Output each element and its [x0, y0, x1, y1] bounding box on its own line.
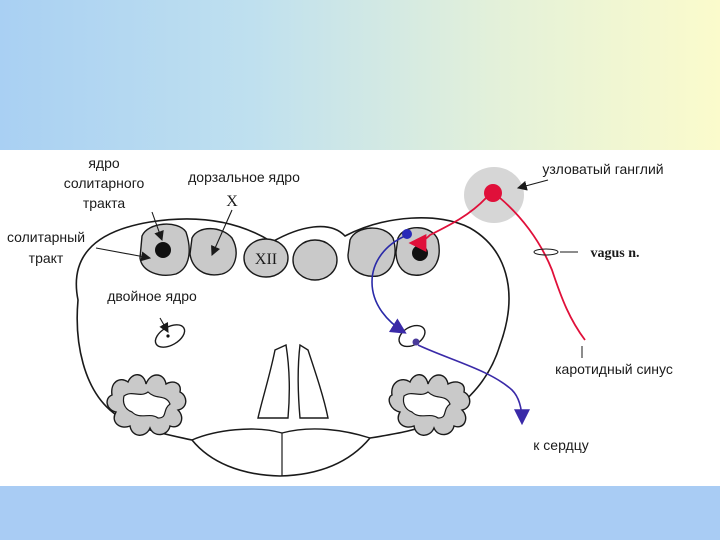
- hypoglossal-nucleus-right: [292, 239, 338, 281]
- label-to-heart: к сердцу: [533, 437, 588, 453]
- label-solitary-tract-2: тракт: [29, 250, 64, 266]
- pointer-nucleus-ambiguus: [159, 317, 169, 333]
- label-roman-x: X: [226, 193, 238, 210]
- right-olive-inner: [402, 391, 451, 419]
- pointer-solitary-nucleus: [151, 211, 164, 242]
- label-solitary-tract-1: солитарный: [7, 229, 85, 245]
- pointer-dorsal-nucleus: [211, 209, 233, 257]
- pointer-nodose-ganglion: [516, 179, 549, 191]
- label-carotid-sinus: каротидный синус: [555, 361, 673, 377]
- pyramid-left: [257, 343, 291, 419]
- left-ambiguus-dot: [166, 334, 170, 338]
- afferent-central-process: [408, 197, 487, 252]
- pyramid-right: [297, 343, 329, 419]
- label-solitary-nucleus-2: солитарного: [64, 175, 145, 191]
- afferent-peripheral-process: [499, 197, 586, 341]
- label-vagus-nerve: vagus n.: [590, 246, 639, 261]
- bottom-blue-band: [0, 486, 720, 540]
- label-dorsal-nucleus: дорзальное ядро: [188, 169, 300, 185]
- label-solitary-nucleus-1: ядро: [88, 155, 120, 171]
- right-solitary-tract-dot: [412, 245, 428, 261]
- label-solitary-nucleus-3: тракта: [83, 195, 126, 211]
- efferent-loop: [371, 235, 407, 334]
- efferent-to-heart: [417, 344, 530, 426]
- hypoglossal-nucleus-left: [243, 238, 289, 278]
- nodose-ganglion-neuron: [484, 184, 502, 202]
- efferent-neuron-ambiguus: [412, 338, 420, 346]
- right-dorsal-nucleus: [347, 227, 396, 277]
- left-olive-inner: [122, 391, 171, 419]
- pointer-solitary-tract: [95, 247, 152, 262]
- left-solitary-tract-dot: [155, 242, 171, 258]
- label-roman-xii: XII: [255, 251, 277, 268]
- label-nucleus-ambiguus: двойное ядро: [107, 288, 197, 304]
- top-gradient-band: [0, 0, 720, 150]
- vagus-nerve-marker: [533, 248, 559, 256]
- label-nodose-ganglion: узловатый ганглий: [542, 161, 663, 177]
